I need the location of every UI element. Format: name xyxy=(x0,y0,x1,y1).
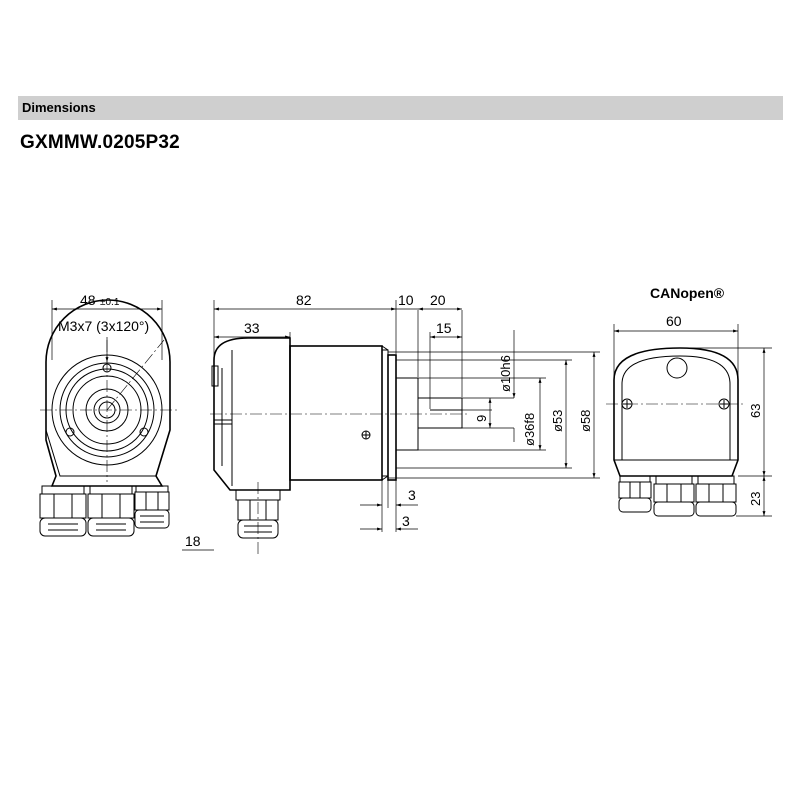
front-width-label: 48 xyxy=(80,292,96,308)
flat-depth-label: 9 xyxy=(474,415,489,422)
section-title: Dimensions xyxy=(22,100,96,115)
shaft-flat-label: 15 xyxy=(436,320,452,336)
rear-body-length-label: 33 xyxy=(244,320,260,336)
overall-length-label: 82 xyxy=(296,292,312,308)
model-title: GXMMW.0205P32 xyxy=(20,132,180,153)
back-view: CANopen® 60 xyxy=(606,285,772,517)
body-diameter-label: ø53 xyxy=(550,410,565,432)
flange-diameter-label: ø58 xyxy=(578,410,593,432)
back-width-label: 60 xyxy=(666,313,682,329)
spigot-diameter-label: ø36f8 xyxy=(522,413,537,446)
canopen-label: CANopen® xyxy=(650,285,725,301)
flange-length-label: 10 xyxy=(398,292,414,308)
front-offset-label: 18 xyxy=(185,533,201,549)
front-width-tolerance: ±0.1 xyxy=(100,297,120,308)
shaft-length-label: 20 xyxy=(430,292,446,308)
side-view: 82 10 20 33 15 ø10h6 9 ø36f8 ø5 xyxy=(210,292,600,556)
front-view: 48 ±0.1 M3x7 (3x120°) 18 xyxy=(39,292,214,551)
back-height-label: 63 xyxy=(748,404,763,418)
shaft-diameter-label: ø10h6 xyxy=(498,355,513,392)
step2-label: 3 xyxy=(402,513,410,529)
section-header-bar: Dimensions xyxy=(18,96,783,120)
thread-spec-label: M3x7 (3x120°) xyxy=(58,318,149,334)
connector-height-label: 23 xyxy=(748,492,763,506)
step1-label: 3 xyxy=(408,487,416,503)
